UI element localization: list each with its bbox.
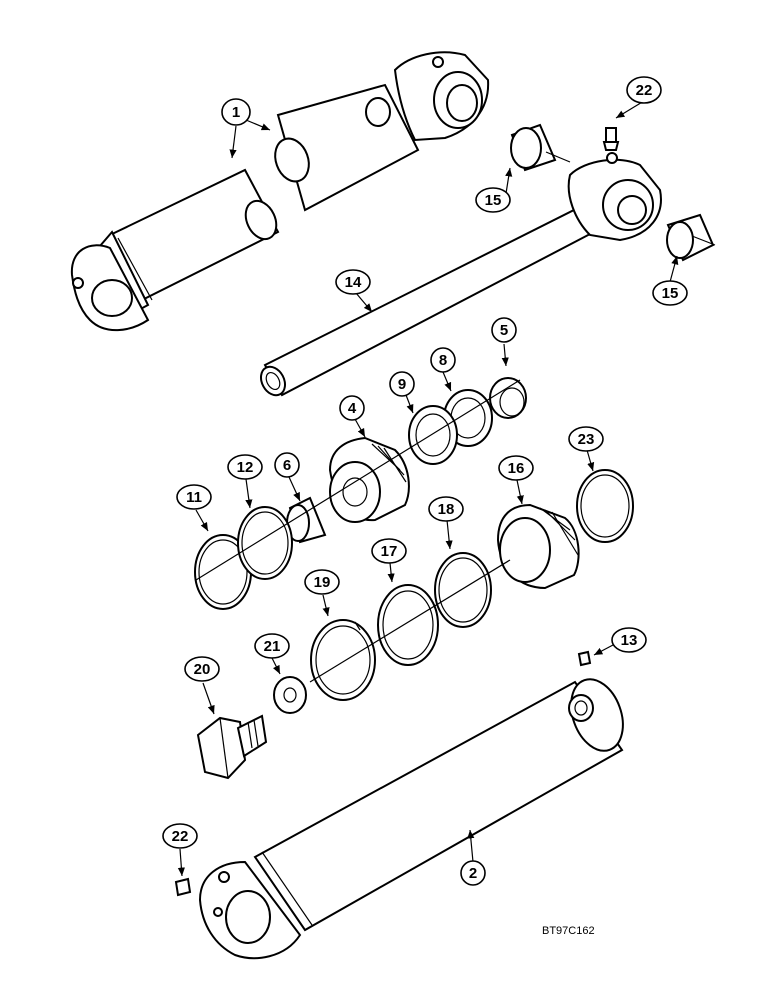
svg-text:22: 22 — [636, 82, 653, 99]
svg-text:21: 21 — [264, 638, 281, 655]
svg-text:22: 22 — [172, 828, 189, 845]
o-ring-part-23 — [576, 469, 634, 543]
leader-lines — [177, 100, 679, 877]
svg-text:19: 19 — [314, 574, 331, 591]
svg-text:8: 8 — [439, 352, 447, 369]
svg-text:4: 4 — [348, 400, 357, 417]
svg-text:18: 18 — [438, 501, 455, 518]
svg-text:5: 5 — [500, 322, 508, 339]
svg-text:2: 2 — [469, 865, 477, 882]
callout-20: 20 — [184, 656, 220, 682]
backup-ring-part-12 — [237, 506, 293, 580]
piston-rod-part-14 — [260, 152, 662, 397]
seal-part-9 — [408, 405, 458, 465]
svg-text:12: 12 — [237, 459, 254, 476]
grease-fitting-part-22-bottom — [174, 877, 192, 897]
callout-23: 23 — [568, 426, 604, 452]
washer-part-21 — [273, 676, 307, 714]
svg-text:17: 17 — [381, 543, 398, 560]
callout-8: 8 — [430, 347, 456, 373]
callout-4: 4 — [339, 395, 365, 421]
seal-ring-part-18 — [434, 552, 492, 628]
callout-2: 2 — [460, 860, 486, 886]
callout-11: 11 — [176, 484, 212, 510]
svg-text:11: 11 — [186, 489, 202, 506]
callout-19: 19 — [304, 569, 340, 595]
wiper-ring-part-5 — [489, 377, 527, 419]
callout-9: 9 — [389, 371, 415, 397]
svg-text:13: 13 — [621, 632, 638, 649]
grease-fitting-part-22-top — [602, 127, 620, 151]
callout-14: 14 — [335, 269, 371, 295]
svg-text:23: 23 — [578, 431, 595, 448]
figure-code: BT97C162 — [542, 925, 595, 937]
bushing-part-15-right — [666, 213, 715, 262]
callout-18: 18 — [428, 496, 464, 522]
callout-5: 5 — [491, 317, 517, 343]
seal-ring-part-17 — [377, 584, 439, 666]
callout-17: 17 — [371, 538, 407, 564]
callout-13: 13 — [611, 627, 647, 653]
cylinder-barrel-part-1 — [70, 51, 490, 332]
bolt-part-20 — [196, 714, 268, 780]
gland-part-4 — [328, 436, 410, 523]
callout-15-right: 15 — [652, 280, 688, 306]
svg-text:14: 14 — [345, 274, 362, 291]
callout-16: 16 — [498, 455, 534, 481]
callout-22-top: 22 — [626, 76, 662, 104]
callout-12: 12 — [227, 454, 263, 480]
callout-22-bottom: 22 — [162, 823, 198, 849]
callout-1: 1 — [221, 98, 251, 126]
o-ring-part-11 — [194, 534, 252, 610]
wear-ring-part-19 — [310, 619, 376, 701]
fitting-part-13 — [577, 650, 592, 667]
svg-text:6: 6 — [283, 457, 291, 474]
svg-text:1: 1 — [232, 104, 240, 121]
callout-15-left: 15 — [475, 187, 511, 213]
svg-text:15: 15 — [662, 285, 679, 302]
assembly-centerlines — [195, 151, 716, 683]
svg-text:15: 15 — [485, 192, 502, 209]
svg-text:16: 16 — [508, 460, 525, 477]
piston-part-16 — [496, 503, 580, 590]
cylinder-tube-part-2 — [198, 678, 624, 960]
callout-6: 6 — [274, 452, 300, 478]
callout-21: 21 — [254, 633, 290, 659]
svg-text:20: 20 — [194, 661, 211, 678]
bushing-part-15-left — [510, 123, 557, 172]
svg-text:9: 9 — [398, 376, 406, 393]
